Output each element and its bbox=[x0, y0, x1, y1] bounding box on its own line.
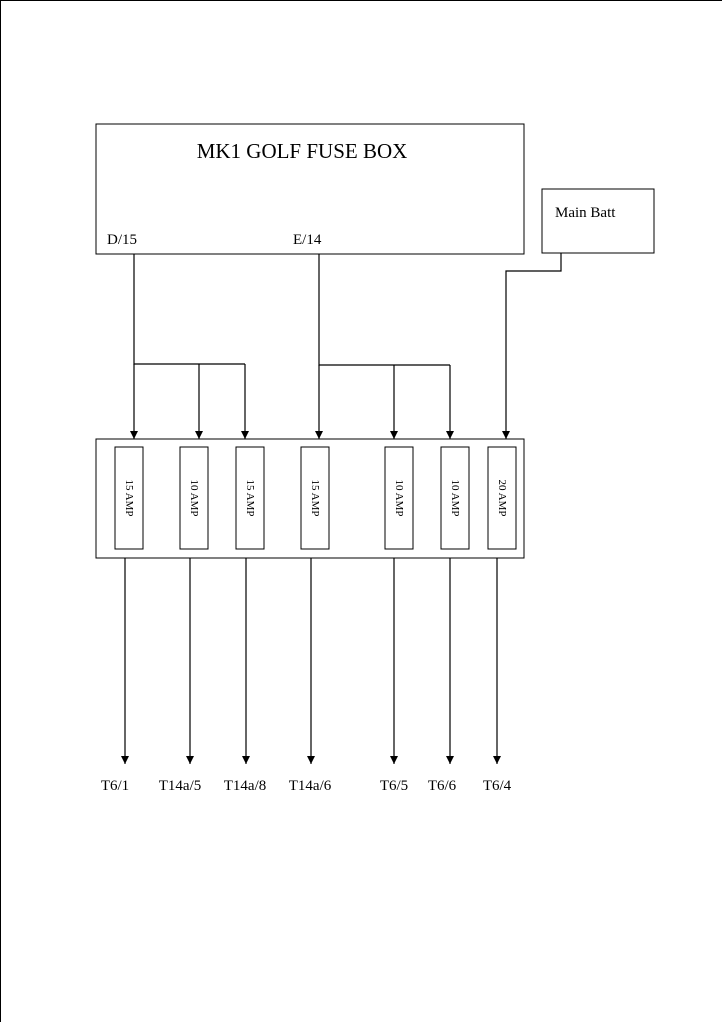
fuse-body bbox=[300, 446, 330, 550]
fuse-5: 10 AMP T6/6 bbox=[428, 446, 470, 794]
fuse-rating-label: 15 AMP bbox=[123, 480, 135, 517]
fuse-2: 15 AMP T14a/8 bbox=[224, 446, 267, 794]
fuse-0: 15 AMP T6/1 bbox=[101, 446, 144, 794]
fuse-body bbox=[384, 446, 414, 550]
output-terminal-label: T14a/8 bbox=[224, 778, 267, 794]
fuse-rating-label: 15 AMP bbox=[244, 480, 256, 517]
fuse-body bbox=[235, 446, 265, 550]
main-fuse-box bbox=[95, 123, 525, 255]
source-label-d15: D/15 bbox=[107, 232, 137, 248]
fuse-1: 10 AMP T14a/5 bbox=[159, 446, 209, 794]
fuse-rating-label: 15 AMP bbox=[309, 480, 321, 517]
output-terminal-label: T6/5 bbox=[380, 778, 408, 794]
output-terminal-label: T6/1 bbox=[101, 778, 129, 794]
fuse-3: 15 AMP T14a/6 bbox=[289, 446, 332, 794]
output-terminal-label: T6/4 bbox=[483, 778, 512, 794]
fuse-body bbox=[114, 446, 144, 550]
output-terminal-label: T6/6 bbox=[428, 778, 457, 794]
output-terminal-label: T14a/6 bbox=[289, 778, 332, 794]
fuse-box-title: MK1 GOLF FUSE BOX bbox=[197, 139, 408, 163]
fuse-4: 10 AMP T6/5 bbox=[380, 446, 414, 794]
fuse-rating-label: 10 AMP bbox=[449, 480, 461, 517]
d15-feed-wires bbox=[130, 254, 249, 439]
fuse-body bbox=[179, 446, 209, 550]
output-terminal-label: T14a/5 bbox=[159, 778, 202, 794]
fuse-body bbox=[440, 446, 470, 550]
fuse-block bbox=[95, 438, 525, 559]
battery-label: Main Batt bbox=[555, 205, 616, 221]
fuse-body bbox=[487, 446, 517, 550]
source-label-e14: E/14 bbox=[293, 232, 322, 248]
fuse-rating-label: 10 AMP bbox=[188, 480, 200, 517]
battery-feed-wire bbox=[502, 253, 562, 439]
fuse-rating-label: 10 AMP bbox=[393, 480, 405, 517]
fuse-6: 20 AMP T6/4 bbox=[483, 446, 517, 794]
fuse-rating-label: 20 AMP bbox=[496, 480, 508, 517]
e14-feed-wires bbox=[315, 254, 454, 439]
main-battery-box bbox=[541, 188, 655, 254]
